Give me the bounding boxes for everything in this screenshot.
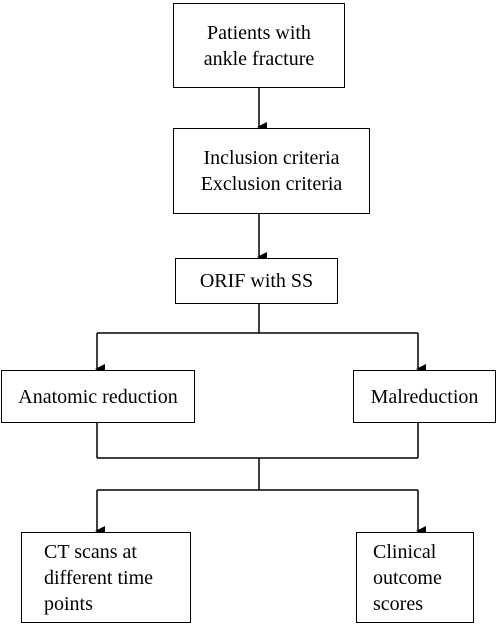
orif-box: ORIF with SS xyxy=(175,258,338,304)
ct-scans-line-1: CT scans at xyxy=(44,540,137,563)
exclusion-criteria-label: Exclusion criteria xyxy=(200,173,343,195)
patients-line-1: Patients with xyxy=(207,21,311,44)
ct-scans-box: CT scans at different time points xyxy=(21,532,191,623)
clinical-line-2: outcome xyxy=(373,566,442,589)
malreduction-box: Malreduction xyxy=(353,370,496,423)
inclusion-criteria-label: Inclusion criteria xyxy=(203,147,340,169)
anatomic-reduction-box: Anatomic reduction xyxy=(1,370,195,423)
clinical-line-1: Clinical xyxy=(373,540,437,563)
clinical-outcome-box: Clinical outcome scores xyxy=(356,532,474,623)
patients-line-2: ankle fracture xyxy=(203,47,315,70)
ct-scans-line-3: points xyxy=(44,592,93,615)
anatomic-reduction-label: Anatomic reduction xyxy=(18,385,178,408)
ct-scans-line-2: different time xyxy=(44,566,154,589)
orif-label: ORIF with SS xyxy=(199,270,314,292)
malreduction-label: Malreduction xyxy=(370,385,479,408)
patients-box: Patients with ankle fracture xyxy=(173,3,345,88)
criteria-box: Inclusion criteria Exclusion criteria xyxy=(173,128,370,214)
clinical-line-3: scores xyxy=(373,592,423,615)
